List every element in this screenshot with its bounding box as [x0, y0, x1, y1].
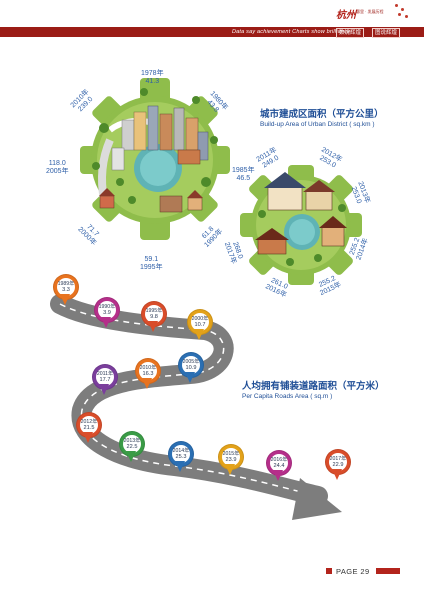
page-square-icon	[326, 568, 332, 574]
pin-tip	[126, 451, 136, 462]
pin-value: 24.4	[273, 463, 285, 469]
pin-value: 23.9	[225, 457, 237, 463]
pin-year: 2000年	[191, 316, 209, 322]
pin-tip	[194, 329, 204, 340]
pin-tip	[99, 384, 109, 395]
pin-year: 2010年	[139, 365, 157, 371]
pin-value: 21.5	[83, 425, 95, 431]
pin-tip	[225, 464, 235, 475]
page-number: PAGE 29	[326, 566, 400, 576]
pin-marker: 2010年 16.3	[135, 358, 161, 392]
pin-value: 10.7	[194, 322, 206, 328]
pin-marker: 2017年 22.9	[325, 449, 351, 483]
pin-marker: 2012年 21.5	[76, 412, 102, 446]
pin-marker: 2014年 25.3	[168, 441, 194, 475]
year-label: 1995年	[140, 264, 163, 271]
pin-value: 22.5	[126, 444, 138, 450]
year-label: 2005年	[46, 168, 69, 175]
page-label: PAGE 29	[336, 566, 370, 576]
pin-tip	[148, 321, 158, 332]
section1-subtitle: Build-up Area of Urban District ( sq.km …	[260, 121, 375, 128]
pin-marker: 2013年 22.5	[119, 431, 145, 465]
pin-value: 3.3	[62, 287, 70, 293]
gear-label-2005: 118.0 2005年	[46, 160, 69, 176]
pin-year: 2005年	[182, 359, 200, 365]
pin-year: 2017年	[329, 456, 347, 462]
gear-label-1978: 1978年 41.3	[141, 70, 164, 86]
pin-tip	[101, 317, 111, 328]
pin-value: 16.3	[142, 371, 154, 377]
value-label: 59.1	[144, 256, 159, 263]
section2-subtitle: Per Capita Roads Area ( sq.m )	[242, 393, 333, 400]
pin-year: 2013年	[123, 438, 141, 444]
pin-year: 1995年	[145, 308, 163, 314]
header-tag-1: 数说辉煌	[336, 28, 365, 38]
pin-year: 2016年	[270, 457, 288, 463]
value-label: 118.0	[48, 160, 66, 167]
header-tagline: Data say achievement Charts show brillia…	[232, 29, 351, 35]
section2-title: 人均拥有铺装道路面积（平方米）	[242, 381, 385, 392]
pin-bubble: 2017年 22.9	[325, 449, 351, 475]
year-label: 1985年	[232, 167, 255, 174]
pin-year: 2015年	[222, 451, 240, 457]
pin-marker: 1995年 9.8	[141, 301, 167, 335]
year-label: 1978年	[141, 70, 164, 77]
page-bar	[375, 568, 400, 574]
value-label: 41.3	[145, 78, 160, 85]
pin-marker: 1989年 3.3	[53, 274, 79, 308]
pin-marker: 1990年 3.9	[94, 297, 120, 331]
pin-tip	[83, 432, 93, 443]
gear-label-1995: 59.1 1995年	[140, 256, 163, 272]
pin-value: 3.9	[103, 310, 111, 316]
pin-tip	[60, 294, 70, 305]
pin-value: 9.8	[150, 314, 158, 320]
header-bar: Data say achievement Charts show brillia…	[0, 27, 424, 38]
value-label: 46.5	[236, 175, 251, 182]
pin-tip	[142, 378, 152, 389]
magazine-logo-subtitle: 惠里 · 发展历程	[356, 9, 384, 14]
pin-marker: 2000年 10.7	[187, 309, 213, 343]
gear-label-1985: 1985年 46.5	[232, 167, 255, 183]
pin-tip	[185, 372, 195, 383]
pin-tip	[175, 461, 185, 472]
pin-year: 2014年	[172, 448, 190, 454]
magazine-logo: 杭州	[336, 10, 356, 21]
pin-value: 10.9	[185, 365, 197, 371]
pin-year: 2012年	[80, 419, 98, 425]
pin-marker: 2011年 17.7	[92, 364, 118, 398]
header-tag-2: 图说辉煌	[372, 28, 401, 38]
section1-title: 城市建成区面积（平方公里）	[260, 109, 384, 120]
pin-marker: 2015年 23.9	[218, 444, 244, 478]
right-gear-illustration	[240, 165, 362, 285]
pin-marker: 2016年 24.4	[266, 450, 292, 484]
pin-year: 1989年	[57, 281, 75, 287]
pin-marker: 2005年 10.9	[178, 352, 204, 386]
left-gear-illustration	[80, 78, 230, 240]
pin-year: 1990年	[98, 304, 116, 310]
pin-value: 22.9	[332, 462, 344, 468]
pin-bubble: 1990年 3.9	[94, 297, 120, 323]
pin-tip	[273, 470, 283, 481]
pin-value: 17.7	[99, 377, 111, 383]
pin-tip	[332, 469, 342, 480]
pin-year: 2011年	[96, 371, 114, 377]
pin-value: 25.3	[175, 454, 187, 460]
city-buildings	[99, 105, 209, 213]
